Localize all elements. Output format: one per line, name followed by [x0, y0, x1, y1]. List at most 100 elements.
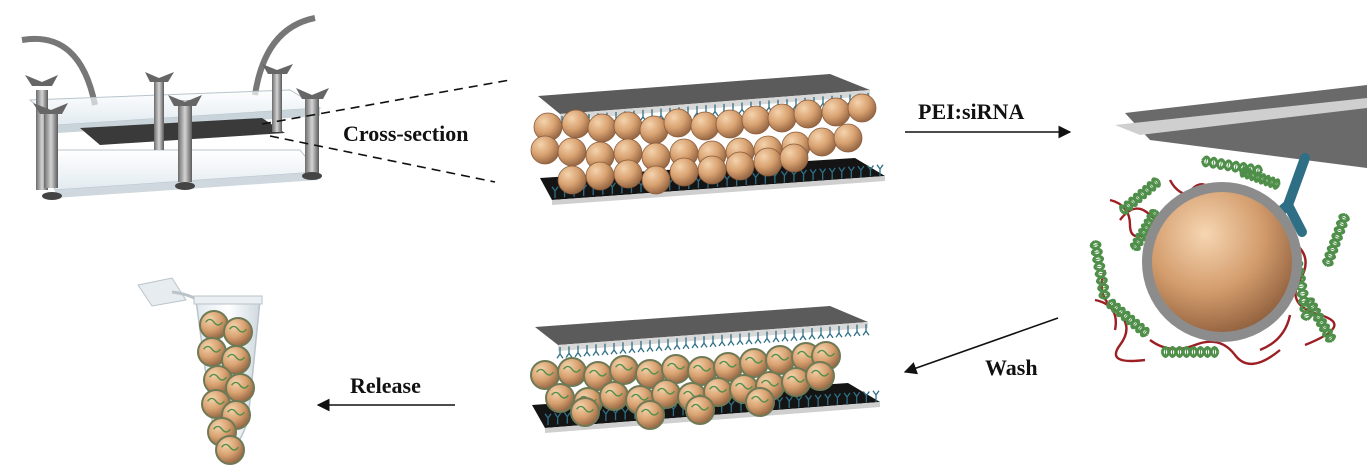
strand — [1291, 259, 1313, 321]
coating — [221, 443, 239, 451]
antibody-icon — [853, 324, 861, 337]
bead — [807, 127, 837, 157]
antibody-icon — [833, 393, 841, 405]
coating — [817, 349, 835, 357]
antibody-icon — [718, 334, 726, 347]
bead — [833, 123, 863, 153]
coating — [209, 373, 227, 381]
antibody-icon — [844, 325, 852, 337]
rung — [1226, 160, 1230, 171]
rung — [1120, 205, 1128, 214]
antibody-icon — [785, 396, 793, 409]
bead — [741, 105, 771, 135]
antibody-icon — [826, 326, 834, 339]
bead — [685, 395, 715, 425]
coating — [205, 318, 223, 326]
rung — [1255, 172, 1260, 183]
strand — [1106, 301, 1150, 335]
strand — [1303, 298, 1337, 342]
rung — [1136, 323, 1144, 333]
rung — [1297, 292, 1308, 296]
antibody-icon — [866, 165, 874, 177]
rung — [1139, 229, 1149, 236]
bead — [663, 108, 693, 138]
rung — [1234, 161, 1238, 172]
bead — [570, 397, 600, 427]
coating — [605, 389, 623, 397]
coating — [641, 367, 659, 375]
rung — [1332, 234, 1343, 240]
antibody-icon — [736, 333, 744, 346]
arrows — [316, 125, 1072, 412]
antibody-icon — [780, 170, 788, 183]
bead — [847, 93, 877, 123]
cross-section-label: Cross-section — [343, 121, 469, 146]
antibody-icon — [876, 164, 884, 176]
antibody-icon — [637, 340, 645, 353]
rung — [1204, 156, 1208, 167]
rung — [1091, 250, 1102, 254]
coating — [667, 362, 685, 370]
bead — [697, 155, 727, 185]
coating — [631, 393, 649, 401]
rung — [1099, 293, 1110, 297]
clamp-device-icon — [21, 15, 329, 200]
rung — [1325, 253, 1336, 259]
arrow-wash — [903, 317, 1059, 375]
antibody-icon — [817, 327, 825, 339]
sirna-helix-icon — [1119, 177, 1161, 215]
rung — [1095, 272, 1106, 275]
bead-closeup-icon — [1089, 85, 1367, 365]
antibody-icon — [772, 330, 780, 343]
antibody-icon — [592, 344, 600, 356]
rung — [1334, 228, 1345, 233]
bead — [690, 111, 720, 141]
antibody-icon — [808, 328, 816, 340]
antibody-icon — [574, 345, 582, 358]
bead — [609, 355, 639, 385]
coating — [751, 395, 769, 403]
antibody-icon — [544, 413, 552, 425]
coating — [229, 325, 247, 333]
bead — [561, 109, 591, 139]
coating — [615, 363, 633, 371]
bead — [669, 157, 699, 187]
antibody-icon — [621, 408, 629, 420]
bead — [793, 99, 823, 129]
bead — [745, 387, 775, 417]
antibody-icon — [857, 165, 865, 178]
antibody-icon — [799, 328, 807, 341]
antibody-icon — [655, 339, 663, 352]
coating — [771, 353, 789, 361]
antibody-icon — [763, 331, 771, 344]
coating — [536, 368, 554, 376]
bead — [545, 383, 575, 413]
antibody-icon — [853, 391, 861, 404]
coating — [227, 353, 245, 361]
antibody-icon — [835, 326, 843, 338]
antibody-icon — [727, 334, 735, 346]
antibody-icon — [790, 329, 798, 341]
rung — [1241, 167, 1246, 177]
coating — [589, 369, 607, 377]
rung — [1264, 175, 1270, 186]
rung — [1269, 177, 1274, 188]
rung — [1122, 311, 1130, 321]
coating — [761, 379, 779, 387]
antibody-icon — [800, 169, 808, 182]
antibody-icon — [682, 337, 690, 350]
rung — [1096, 279, 1107, 283]
rung — [1250, 170, 1256, 181]
bead — [635, 400, 665, 430]
rung — [1327, 247, 1338, 252]
rung — [1319, 324, 1330, 331]
bead — [599, 381, 629, 411]
antibody-icon — [843, 392, 851, 405]
bead — [557, 137, 587, 167]
bead — [613, 111, 643, 141]
antibody-icon — [752, 172, 760, 185]
rung — [1147, 182, 1156, 191]
rung — [1090, 243, 1101, 247]
sirna-helix-icon — [1239, 166, 1281, 190]
